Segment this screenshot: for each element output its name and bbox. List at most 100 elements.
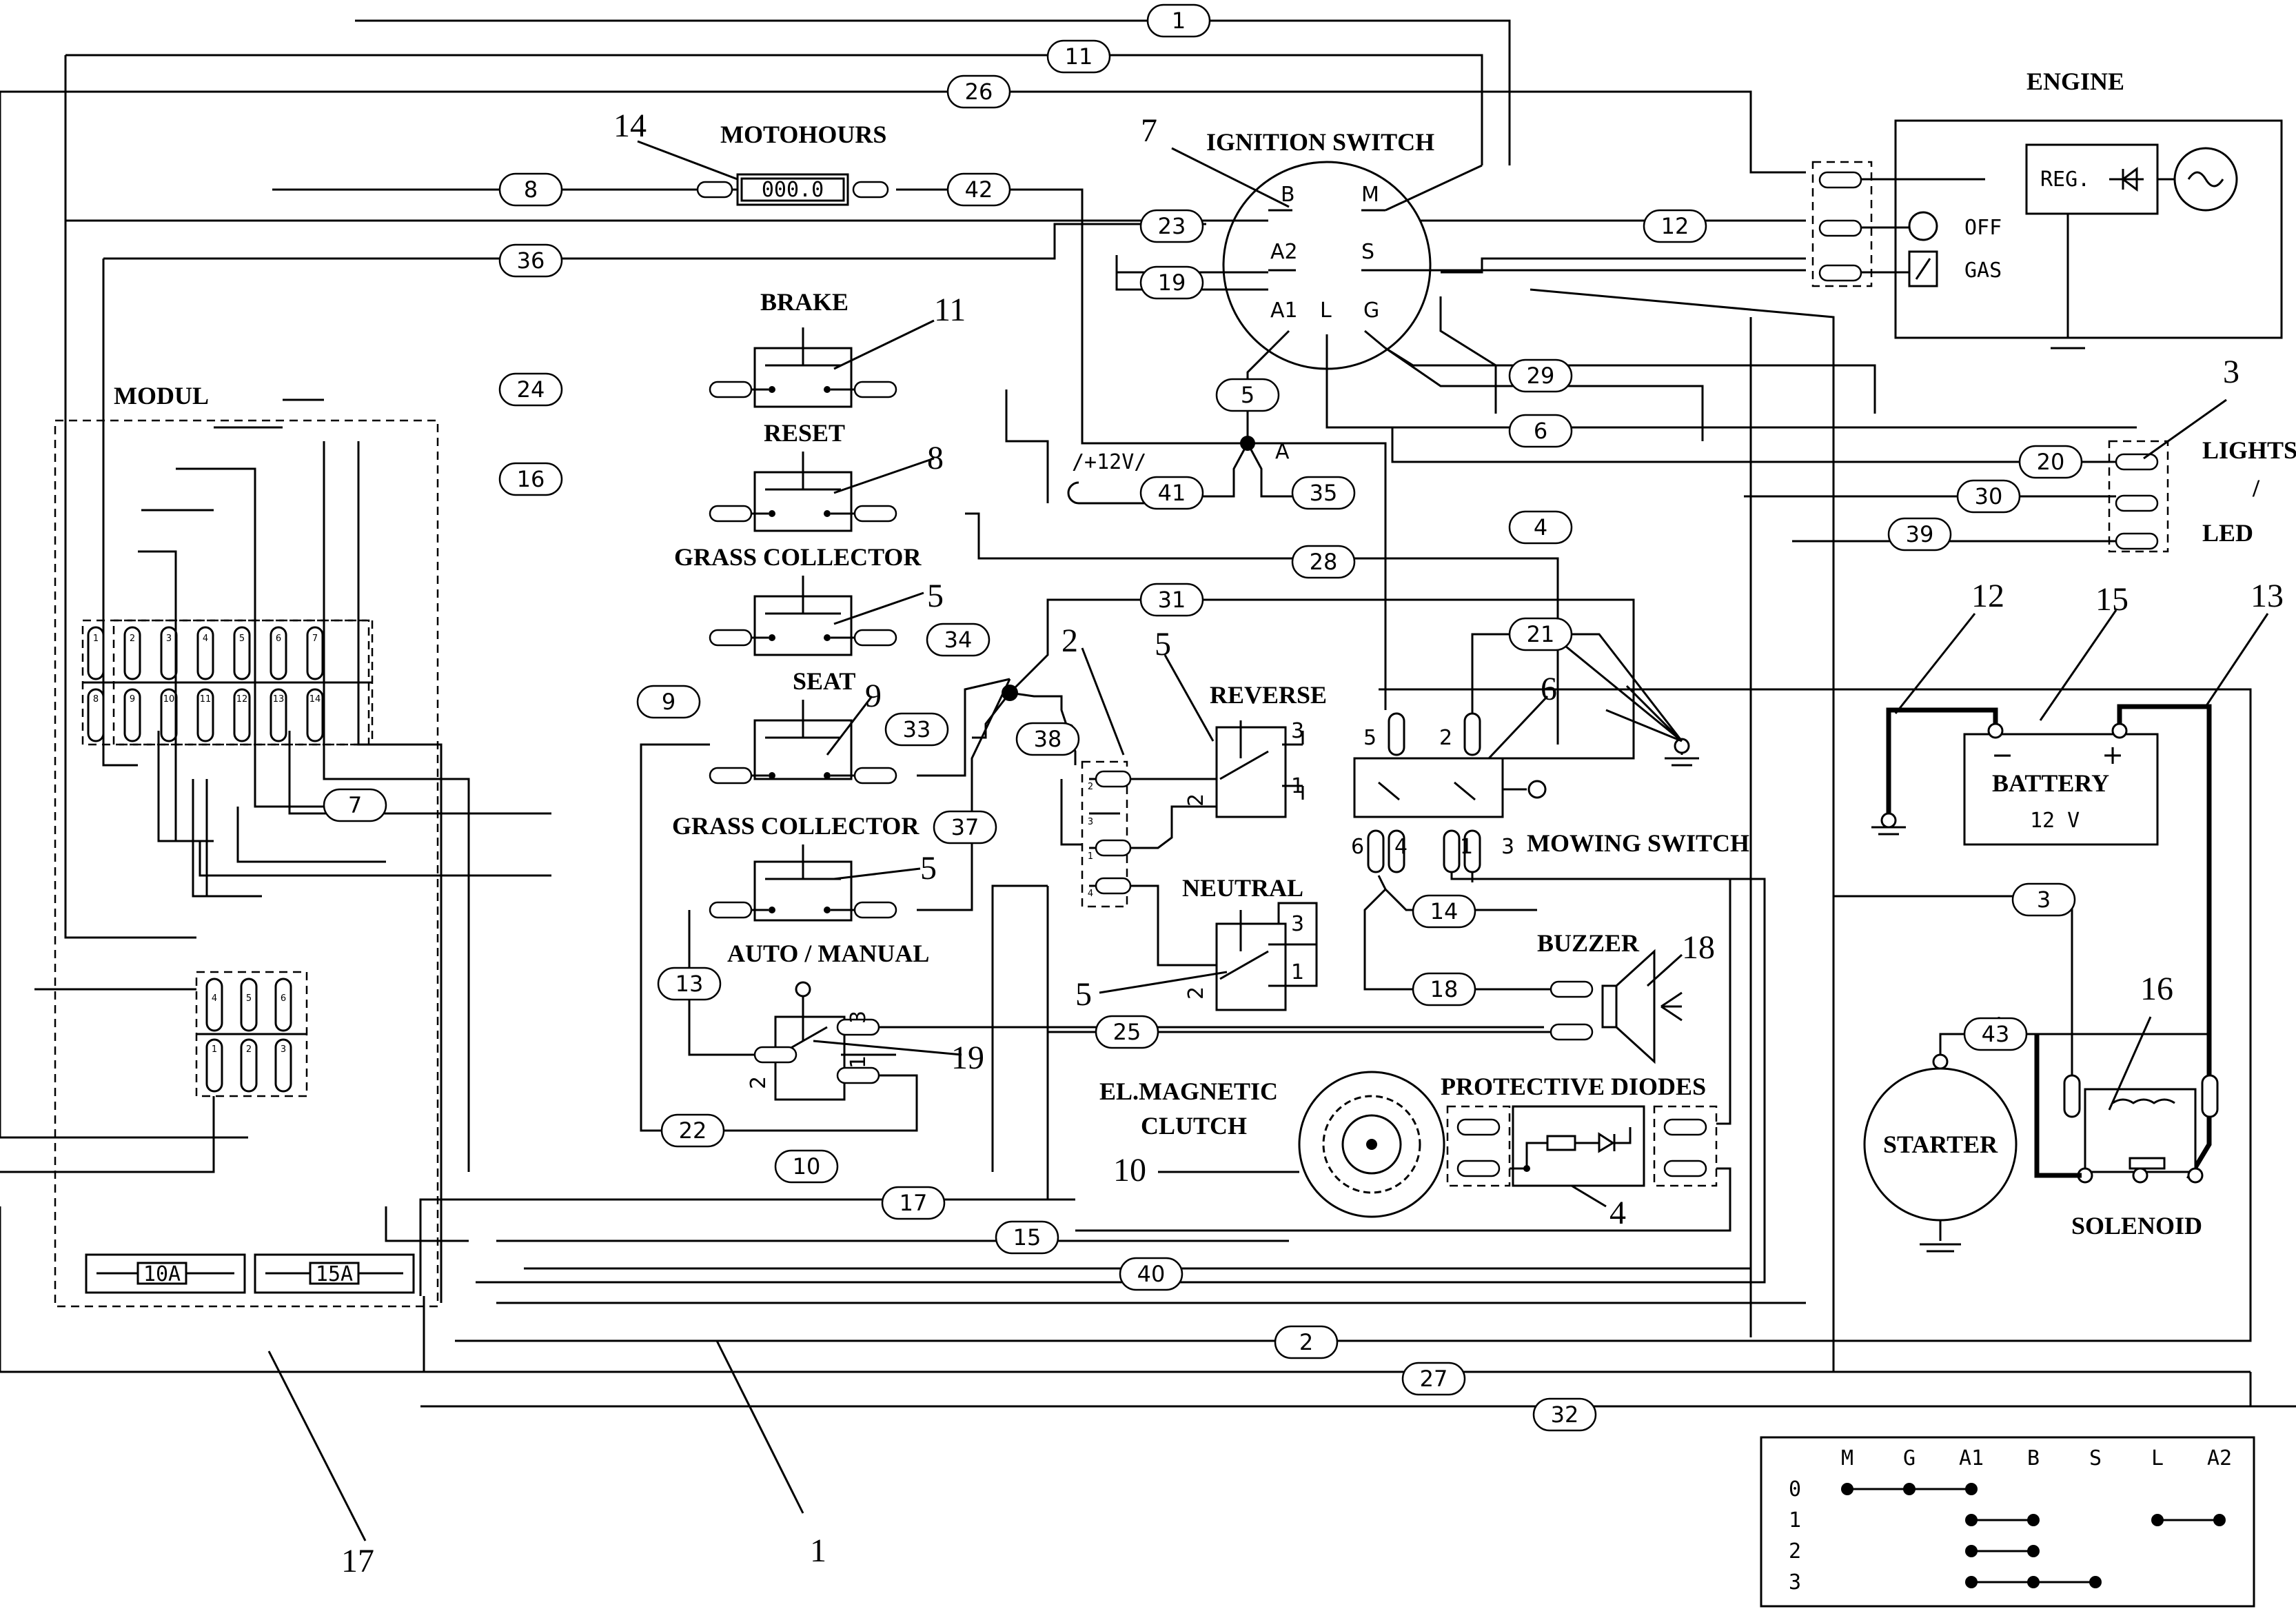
switch-table-dot (1965, 1545, 1978, 1557)
wire-label-25: 25 (1095, 1015, 1159, 1049)
wire-label-6: 6 (1508, 414, 1573, 448)
reverse-pin-3: 3 (1291, 719, 1304, 743)
starter-label: STARTER (1883, 1131, 1998, 1158)
wire-number: 1 (1172, 8, 1186, 34)
wire-number: 22 (679, 1117, 707, 1144)
wire-number: 10 (793, 1153, 821, 1180)
switch-table-dot (1965, 1576, 1978, 1588)
wire-label-24: 24 (498, 372, 563, 407)
wire-label-27: 27 (1401, 1362, 1466, 1396)
small-pin-label: 2 (246, 1044, 252, 1055)
modul-pin-label: 8 (93, 694, 99, 705)
auto-manual-label: AUTO / MANUAL (727, 940, 929, 967)
grass-collector-top-label: GRASS COLLECTOR (674, 543, 922, 571)
switch-table-col-A2: A2 (2207, 1446, 2232, 1470)
modul-pin-label: 14 (309, 694, 321, 705)
switch-reverse: REVERSE 3 1 2 (1184, 681, 1327, 818)
wire-label-36: 36 (498, 243, 563, 278)
b-pin-3: 3 (1088, 817, 1093, 827)
callout-5-grass-bottom: 5 (920, 850, 937, 887)
reg-label: REG. (2040, 168, 2090, 192)
wire-label-20: 20 (2018, 445, 2083, 479)
led-label: LED (2202, 519, 2253, 547)
mowing-pin-1: 1 (1460, 835, 1473, 859)
callout-19: 19 (951, 1040, 984, 1076)
small-pin-label: 1 (212, 1044, 217, 1055)
wire-number: 25 (1113, 1019, 1141, 1045)
wire-number: 37 (951, 814, 979, 840)
auto-pin-1: 1 (846, 1055, 871, 1069)
wire-label-4: 4 (1508, 510, 1573, 545)
neutral-pin-3: 3 (1291, 912, 1304, 936)
wire-number: 34 (944, 627, 973, 653)
modul-pin-label: 4 (203, 634, 208, 644)
wire-label-19: 19 (1139, 265, 1204, 300)
modul-pin-3: 3 (160, 626, 178, 680)
callout-15: 15 (2095, 581, 2129, 618)
switch-table-col-A1: A1 (1959, 1446, 1984, 1470)
wire-label-1: 1 (1146, 3, 1211, 38)
small-connector-pin-1: 1 (205, 1038, 223, 1093)
engine: ENGINE REG. OFF GAS (1811, 68, 2283, 350)
callout-3: 3 (2223, 354, 2239, 390)
small-pin-label: 3 (281, 1044, 286, 1055)
wire-number: 8 (524, 176, 538, 203)
mowing-pin-3: 3 (1501, 835, 1514, 859)
wire-label-41: 41 (1139, 476, 1204, 510)
modul-pin-11: 11 (196, 688, 214, 742)
modul-label: MODUL (114, 382, 209, 409)
callout-leaders (267, 140, 2269, 1541)
callout-18: 18 (1682, 929, 1715, 966)
callout-1: 1 (810, 1532, 826, 1569)
battery-plus: + (2102, 740, 2124, 770)
wire-number: 27 (1420, 1366, 1448, 1392)
modul-pin-7: 7 (306, 626, 324, 680)
wire-label-14: 14 (1412, 894, 1476, 929)
neutral-pin-2: 2 (1184, 986, 1208, 1000)
wire-number: 42 (965, 176, 993, 203)
wire-number: 41 (1158, 480, 1186, 506)
modul-pin-14: 14 (306, 688, 324, 742)
wire-number: 6 (1534, 418, 1547, 444)
ign-m: M (1361, 183, 1379, 207)
neutral-pin-1: 1 (1291, 960, 1304, 984)
wire-label-17: 17 (881, 1186, 946, 1220)
wire-label-3: 3 (2011, 882, 2076, 917)
callout-13: 13 (2251, 578, 2284, 614)
wire-label-28: 28 (1291, 545, 1356, 579)
modul-pin-5: 5 (233, 626, 251, 680)
fuse-15a: 15A (316, 1262, 353, 1286)
callout-5-grass-top: 5 (927, 578, 944, 614)
modul-pin-8: 8 (87, 688, 105, 742)
plus12v-label: /+12V/ (1072, 450, 1146, 474)
el-magnetic-clutch: EL.MAGNETIC CLUTCH (1099, 1071, 1445, 1218)
switch-table-col-S: S (2089, 1446, 2102, 1470)
wire-number: 39 (1906, 521, 1934, 547)
wire-label-22: 22 (660, 1113, 725, 1148)
wire-label-26: 26 (946, 74, 1011, 109)
wire-label-32: 32 (1532, 1397, 1597, 1432)
switch-neutral: NEUTRAL 3 1 2 (1182, 874, 1318, 1011)
callout-5-reverse: 5 (1155, 626, 1171, 662)
switch-table-dot (2027, 1576, 2040, 1588)
modul-pin-9: 9 (123, 688, 141, 742)
reverse-label: REVERSE (1210, 681, 1327, 709)
mowing-pin-5: 5 (1363, 726, 1376, 750)
wire-number: 26 (965, 79, 993, 105)
callout-11: 11 (934, 292, 966, 328)
wire-number: 16 (517, 466, 545, 492)
ign-a1: A1 (1270, 298, 1298, 323)
small-pin-label: 6 (281, 993, 286, 1004)
modul-pin-label: 13 (273, 694, 285, 705)
b-pin-2: 2 (1088, 782, 1093, 792)
wire-label-18: 18 (1412, 972, 1476, 1006)
wire-number: 4 (1534, 514, 1547, 540)
wire-number: 3 (2037, 887, 2051, 913)
wire-label-21: 21 (1508, 617, 1573, 651)
lights-led: LIGHTS / LED (1391, 427, 2296, 553)
wire-label-23: 23 (1139, 209, 1204, 243)
ign-s: S (1361, 240, 1374, 264)
motohours: MOTOHOURS 000.0 (696, 121, 889, 206)
